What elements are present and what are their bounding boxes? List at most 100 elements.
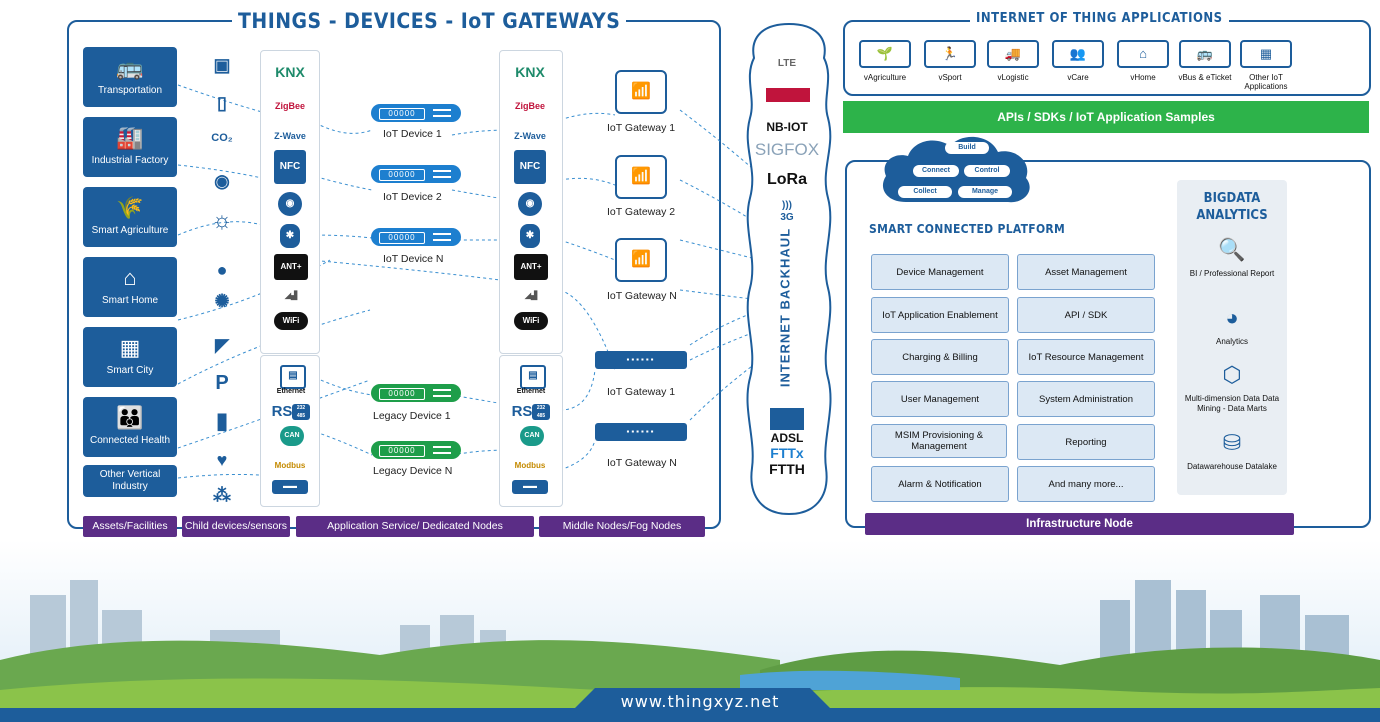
app-vsport[interactable]: 🏃vSport	[922, 40, 978, 82]
module-iot-resource-management[interactable]: IoT Resource Management	[1017, 339, 1155, 375]
bus-icon: 🚌	[1179, 40, 1231, 68]
wheat-icon: 🌾	[116, 195, 144, 220]
asset-smart-home[interactable]: ⌂ Smart Home	[83, 257, 177, 317]
modbus-logo: Modbus	[514, 461, 546, 470]
module-alarm-notification[interactable]: Alarm & Notification	[871, 466, 1009, 502]
network-switch-icon[interactable]: ▪▪▪▪▪▪	[595, 351, 687, 369]
wifi-router-icon[interactable]: 📶	[615, 70, 667, 114]
wifi-router-icon[interactable]: 📶	[615, 155, 667, 199]
bus-icon: 🚌	[116, 55, 144, 80]
app-label: Other IoT Applications	[1244, 73, 1288, 91]
wifi-router-icon[interactable]: 📶	[615, 238, 667, 282]
app-vlogistic[interactable]: 🚚vLogistic	[985, 40, 1041, 82]
module-asset-management[interactable]: Asset Management	[1017, 254, 1155, 290]
iot-gateway-1-wired-label: IoT Gateway 1	[607, 386, 676, 398]
module-reporting[interactable]: Reporting	[1017, 424, 1155, 460]
knx-logo: KNX	[515, 64, 545, 80]
app-label: vBus & eTicket	[1178, 73, 1232, 82]
module-system-administration[interactable]: System Administration	[1017, 381, 1155, 417]
light-bulb-icon: ✺	[214, 291, 230, 311]
app-vhome[interactable]: ⌂vHome	[1115, 40, 1171, 82]
molecule-icon: ⁂	[213, 485, 231, 505]
rs-logo: RS	[511, 403, 533, 420]
iot-gateway-n-wired-label: IoT Gateway N	[607, 457, 677, 469]
asset-label: Smart Home	[101, 295, 159, 306]
asset-transportation[interactable]: 🚌 Transportation	[83, 47, 177, 107]
module-charging-billing[interactable]: Charging & Billing	[871, 339, 1009, 375]
asset-smart-agriculture[interactable]: 🌾 Smart Agriculture	[83, 187, 177, 247]
modbus-logo: Modbus	[274, 461, 306, 470]
iot-device-n-icon[interactable]: 00000	[371, 228, 461, 246]
bigdata-panel	[1177, 180, 1287, 495]
module-msim-provisioning[interactable]: MSIM Provisioning & Management	[871, 424, 1007, 458]
module-device-management[interactable]: Device Management	[871, 254, 1009, 290]
device-ports: 00000	[379, 232, 425, 244]
database-icon: ⛁	[1222, 430, 1242, 455]
iot-device-2-icon[interactable]: 00000	[371, 165, 461, 183]
asset-industrial-factory[interactable]: 🏭 Industrial Factory	[83, 117, 177, 177]
legacy-device-1-label: Legacy Device 1	[373, 410, 451, 422]
app-label: vCare	[1067, 73, 1089, 82]
bigdata-item-label: Analytics	[1215, 337, 1248, 346]
asset-smart-city[interactable]: ▦ Smart City	[83, 327, 177, 387]
module-user-management[interactable]: User Management	[871, 381, 1009, 417]
sun-sensor-icon: ☼	[211, 207, 233, 234]
device-ports: 00000	[379, 108, 425, 120]
ethernet-label: Ethernet	[276, 388, 306, 395]
app-vagriculture[interactable]: 🌱vAgriculture	[857, 40, 913, 82]
nbiot-label: NB-IOT	[766, 120, 808, 134]
knx-logo: KNX	[275, 64, 305, 80]
nfc-tag-icon: ▣	[213, 55, 231, 75]
sigfox-logo: SIGFOX	[754, 140, 820, 159]
iot-device-1-icon[interactable]: 00000	[371, 104, 461, 122]
tab-middle-nodes: Middle Nodes/Fog Nodes	[539, 516, 705, 537]
heartbeat-icon: ♥	[216, 450, 228, 470]
lora-logo: LoRa	[767, 171, 807, 188]
legacy-device-n-icon[interactable]: 00000	[371, 441, 461, 459]
website-url[interactable]: www.thingxyz.net	[620, 692, 780, 711]
gainspan-logo: ◢▟	[524, 291, 538, 300]
zwave-logo: Z-Wave	[274, 131, 306, 141]
bigdata-datawarehouse[interactable]: ⛁ Datawarehouse Datalake	[1182, 430, 1282, 472]
bigdata-multidimension[interactable]: ⬡Multi-dimension Data Data Mining - Data…	[1182, 362, 1282, 414]
rs-sub-label: 232 485	[532, 404, 550, 420]
zigbee-logo: ZigBee	[514, 101, 545, 111]
asset-other-vertical[interactable]: Other Vertical Industry	[83, 465, 177, 497]
network-switch-icon[interactable]: ▪▪▪▪▪▪	[595, 423, 687, 441]
asset-connected-health[interactable]: 👪 Connected Health	[83, 397, 177, 457]
apis-sdks-bar[interactable]: APIs / SDKs / IoT Application Samples	[843, 101, 1369, 133]
bigdata-bi-report[interactable]: 🔍BI / Professional Report	[1182, 237, 1282, 279]
cube-icon: ⬡	[1222, 362, 1242, 387]
module-iot-app-enablement[interactable]: IoT Application Enablement	[871, 297, 1009, 333]
backhaul-cloud-shape	[746, 22, 832, 516]
bigdata-analytics[interactable]: ◕Analytics	[1182, 305, 1282, 347]
bigdata-title: BIGDATA ANALYTICS	[1196, 191, 1268, 223]
wifi-logo: WiFi	[514, 312, 548, 330]
legacy-device-1-icon[interactable]: 00000	[371, 384, 461, 402]
asset-label: Smart City	[106, 365, 154, 376]
app-vcare[interactable]: 👥vCare	[1050, 40, 1106, 82]
device-bars	[433, 170, 451, 178]
app-other[interactable]: ▦ Other IoT Applications	[1238, 40, 1294, 91]
asset-label: Industrial Factory	[91, 155, 169, 166]
backhaul-label: INTERNET BACKHAUL	[777, 227, 793, 388]
wireless-logo: ◉	[278, 192, 302, 216]
bluetooth-logo: ✱	[520, 224, 540, 248]
device-ports: 00000	[379, 445, 425, 457]
apps-grid-icon: ▦	[1240, 40, 1292, 68]
app-label: vLogistic	[997, 73, 1029, 82]
build-button: Build	[945, 142, 989, 154]
bigdata-item-label: Datawarehouse Datalake	[1187, 462, 1277, 471]
app-vbus-eticket[interactable]: 🚌 vBus & eTicket	[1177, 40, 1233, 82]
platform-title: SMART CONNECTED PLATFORM	[869, 222, 1066, 236]
wifi-logo: WiFi	[274, 312, 308, 330]
co2-sensor-icon: CO₂	[211, 132, 233, 144]
wireless-logo: ◉	[518, 192, 542, 216]
plant-icon: 🌱	[859, 40, 911, 68]
device-ports: 00000	[379, 169, 425, 181]
module-many-more[interactable]: And many more...	[1017, 466, 1155, 502]
rs-sub-label: 232 485	[292, 404, 310, 420]
module-api-sdk[interactable]: API / SDK	[1017, 297, 1155, 333]
asset-label: Connected Health	[89, 435, 171, 446]
device-bars	[433, 233, 451, 241]
